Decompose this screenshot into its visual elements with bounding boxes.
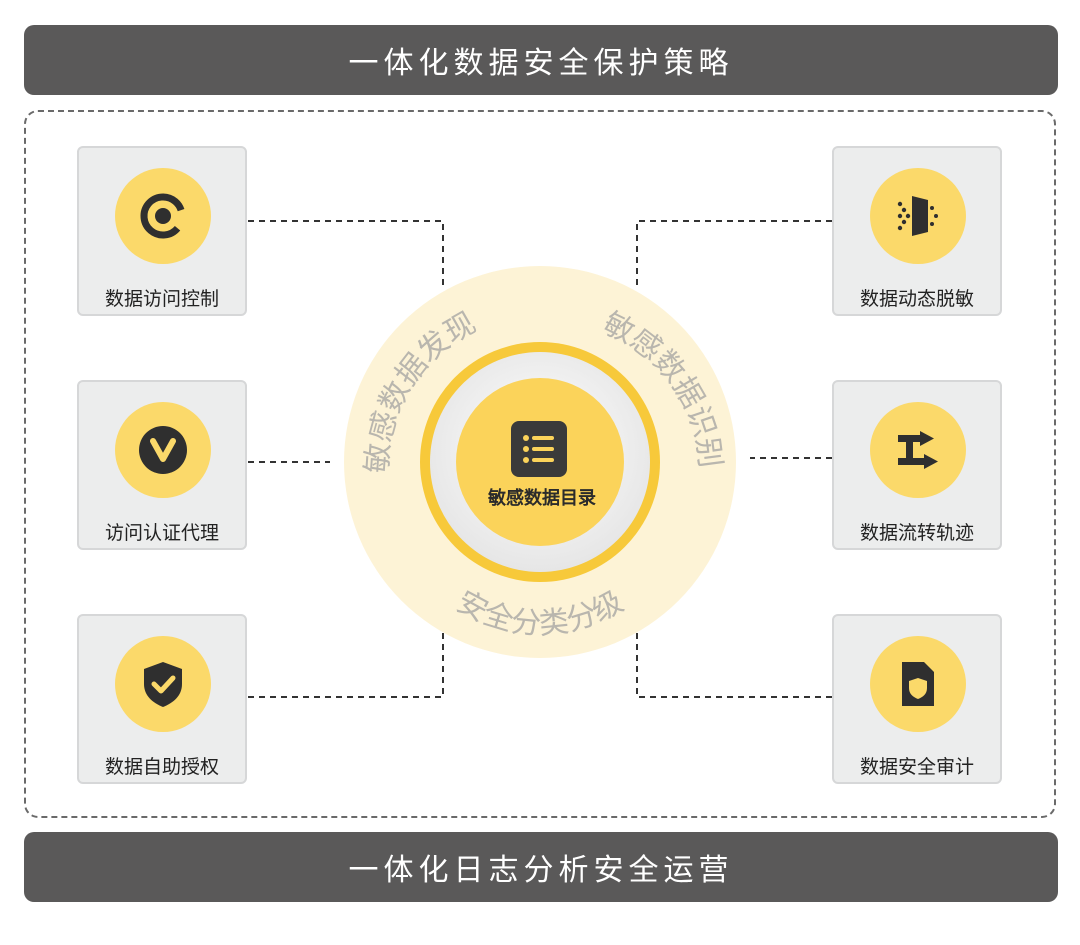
flow-arrows-icon <box>898 431 938 469</box>
top-banner-title: 一体化数据安全保护策略 <box>348 46 734 81</box>
card-security-audit: 数据安全审计 <box>832 614 1002 784</box>
icon-circle <box>115 168 211 264</box>
top-banner: 一体化数据安全保护策略 <box>24 25 1058 95</box>
icon-circle <box>115 636 211 732</box>
dashed-frame <box>24 110 1056 818</box>
card-label: 访问认证代理 <box>104 522 219 544</box>
v-badge-icon <box>139 426 187 474</box>
card-access-auth-proxy: 访问认证代理 <box>77 380 247 550</box>
bottom-banner: 一体化日志分析安全运营 <box>24 832 1058 902</box>
connector-right-bottom <box>636 630 832 698</box>
card-label: 数据自助授权 <box>104 756 219 778</box>
list-icon <box>511 421 567 477</box>
card-data-access-control: 数据访问控制 <box>77 146 247 316</box>
shield-check-icon <box>144 662 182 707</box>
card-data-self-auth: 数据自助授权 <box>77 614 247 784</box>
center-label: 敏感数据目录 <box>488 488 596 509</box>
icon-circle <box>115 402 211 498</box>
icon-circle <box>870 636 966 732</box>
card-label: 数据动态脱敏 <box>859 288 974 310</box>
card-dynamic-masking: 数据动态脱敏 <box>832 146 1002 316</box>
at-sign-icon <box>140 193 186 239</box>
card-label: 数据流转轨迹 <box>859 522 974 544</box>
card-label: 数据访问控制 <box>104 288 219 310</box>
connector-left-bottom <box>248 630 444 698</box>
connector-left-top <box>248 220 444 290</box>
icon-circle <box>870 168 966 264</box>
connector-right-top <box>636 220 832 290</box>
document-shield-icon <box>902 662 934 706</box>
card-label: 数据安全审计 <box>859 756 974 778</box>
masking-door-icon <box>897 196 938 236</box>
bottom-banner-title: 一体化日志分析安全运营 <box>348 853 734 888</box>
card-data-flow-trace: 数据流转轨迹 <box>832 380 1002 550</box>
icon-circle <box>870 402 966 498</box>
